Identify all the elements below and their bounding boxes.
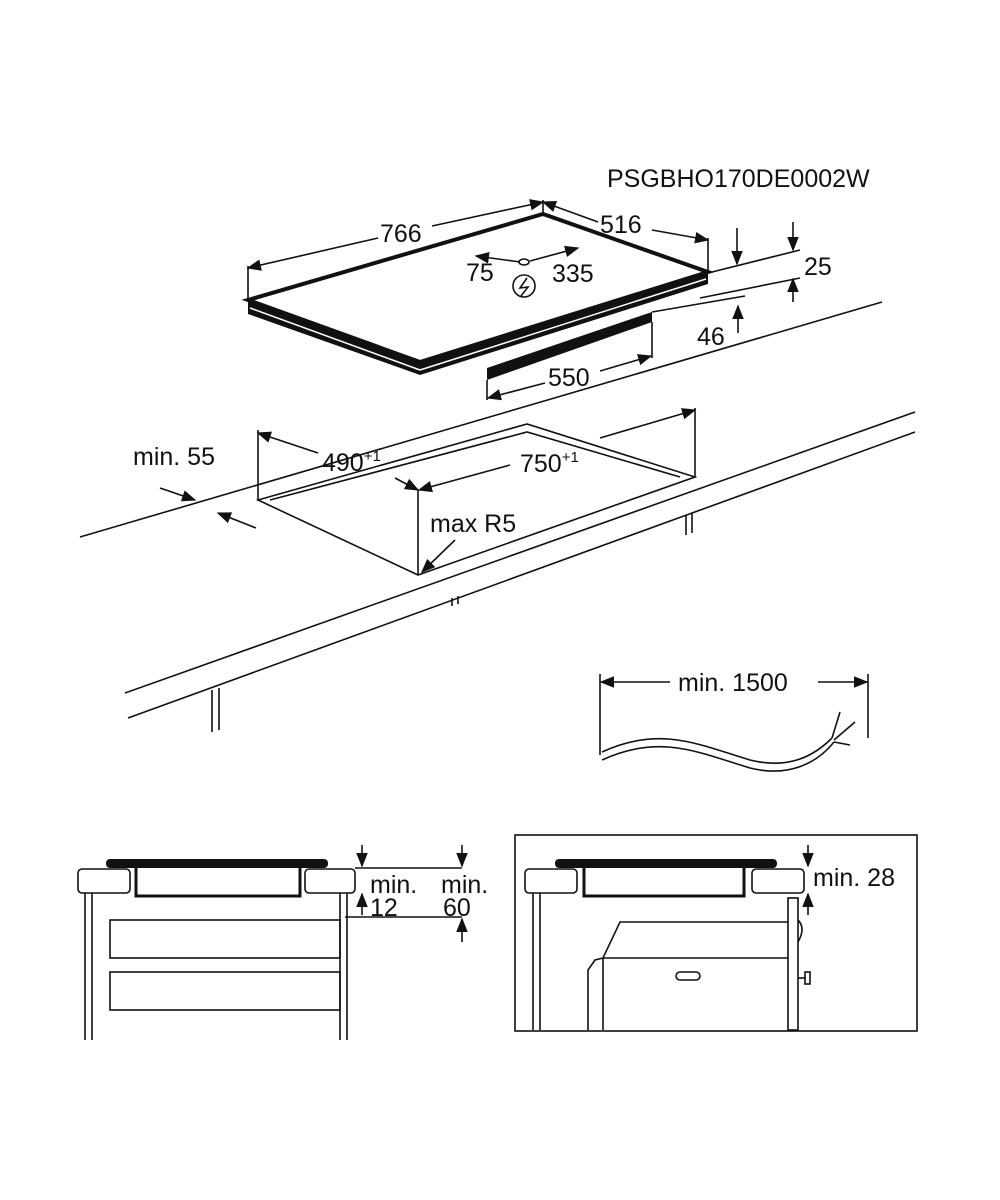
min-label-2: min. xyxy=(441,871,488,899)
body-width-label: 550 xyxy=(548,364,590,392)
min-label-1: min. xyxy=(370,871,417,899)
corner-radius-label: max R5 xyxy=(430,510,516,538)
hob-dimensions: 766 516 75 335 25 46 550 xyxy=(246,199,832,401)
countertop: 490+1 750+1 min. 55 max R5 xyxy=(79,301,916,732)
oven-gap-label: min. 28 xyxy=(813,864,895,892)
cable-left-label: 75 xyxy=(466,259,494,287)
hob-width-label: 766 xyxy=(380,220,422,248)
cable-length-label: min. 1500 xyxy=(678,669,788,697)
model-code: PSGBHO170DE0002W xyxy=(607,165,870,193)
gap-12-label: 12 xyxy=(370,894,398,922)
cutout-depth-label: 490+1 xyxy=(322,448,381,477)
cable-length: min. 1500 xyxy=(599,669,869,772)
drawer-installation: min. 12 min. 60 xyxy=(77,845,488,1040)
power-symbol-icon xyxy=(512,274,536,298)
cable-right-label: 335 xyxy=(552,260,594,288)
hob-3d xyxy=(241,211,715,380)
min-front-distance-label: min. 55 xyxy=(133,443,215,471)
gap-60-label: 60 xyxy=(443,894,471,922)
glass-thickness-label: 25 xyxy=(804,253,832,281)
total-height-label: 46 xyxy=(697,323,725,351)
hob-depth-label: 516 xyxy=(600,211,642,239)
oven-installation: min. 28 xyxy=(514,834,918,1032)
cutout-width-label: 750+1 xyxy=(520,449,579,478)
